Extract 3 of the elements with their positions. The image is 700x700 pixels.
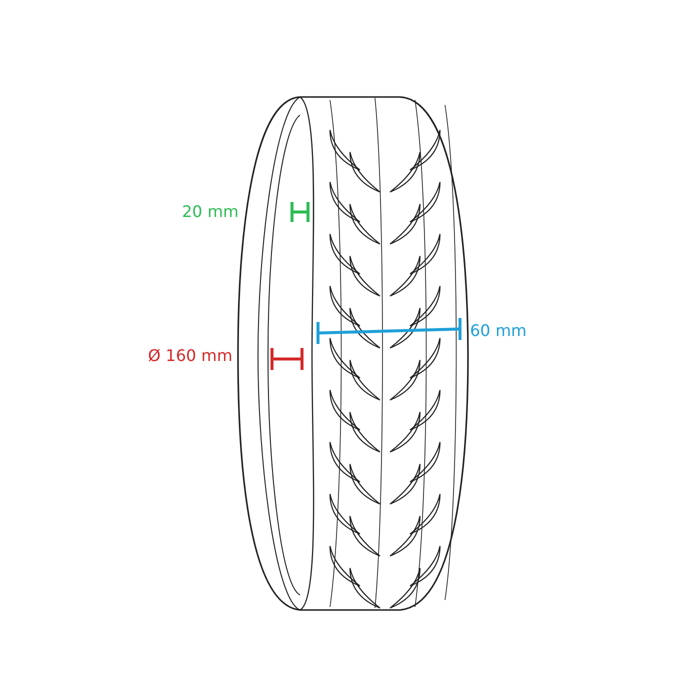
dimension-label: 20 mm xyxy=(182,202,239,222)
dimension-label: 60 mm xyxy=(470,321,527,341)
dimension-label: Ø 160 mm xyxy=(148,346,232,366)
